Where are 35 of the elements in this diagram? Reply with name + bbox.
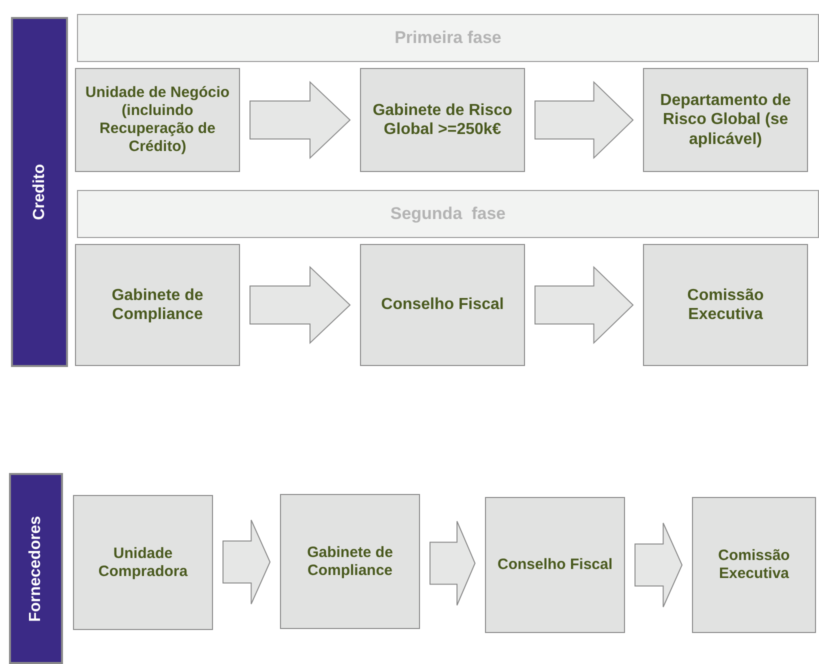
box-label: Unidade de Negócio (incluindo Recuperação de Crédito) — [84, 84, 231, 156]
category-label: Credito — [30, 164, 48, 220]
phase-label: Primeira fase — [394, 28, 502, 48]
box-label: Comissão Executiva — [686, 286, 765, 324]
block-arrow — [250, 266, 351, 344]
box-label: Gabinete de Risco Global >=250k€ — [372, 100, 514, 140]
phase-band — [77, 14, 819, 62]
block-arrow — [534, 266, 634, 344]
block-arrow — [222, 520, 271, 604]
phase-label: Segunda fase — [390, 204, 506, 224]
category-label: Fornecedores — [27, 516, 45, 622]
box-label: Unidade Compradora — [97, 544, 189, 580]
box-label: Conselho Fiscal — [497, 556, 613, 574]
process-box — [75, 68, 240, 172]
box-label: Departamento de Risco Global (se aplicável) — [659, 91, 792, 149]
process-box — [360, 244, 525, 366]
category-bar — [11, 17, 68, 367]
box-label: Comissão Executiva — [717, 547, 791, 583]
process-box — [692, 497, 816, 633]
box-label: Gabinete de Compliance — [306, 544, 394, 580]
process-box — [643, 68, 808, 172]
box-label: Conselho Fiscal — [381, 295, 504, 315]
process-box — [643, 244, 808, 366]
category-bar — [9, 473, 63, 664]
block-arrow — [634, 522, 683, 608]
process-box — [485, 497, 625, 633]
box-label: Gabinete de Compliance — [110, 286, 204, 324]
phase-band — [77, 190, 819, 238]
process-box — [73, 495, 213, 630]
process-box — [75, 244, 240, 366]
block-arrow — [430, 520, 476, 606]
block-arrow — [534, 80, 634, 160]
process-box — [360, 68, 525, 172]
block-arrow — [250, 80, 351, 160]
process-box — [280, 494, 420, 629]
